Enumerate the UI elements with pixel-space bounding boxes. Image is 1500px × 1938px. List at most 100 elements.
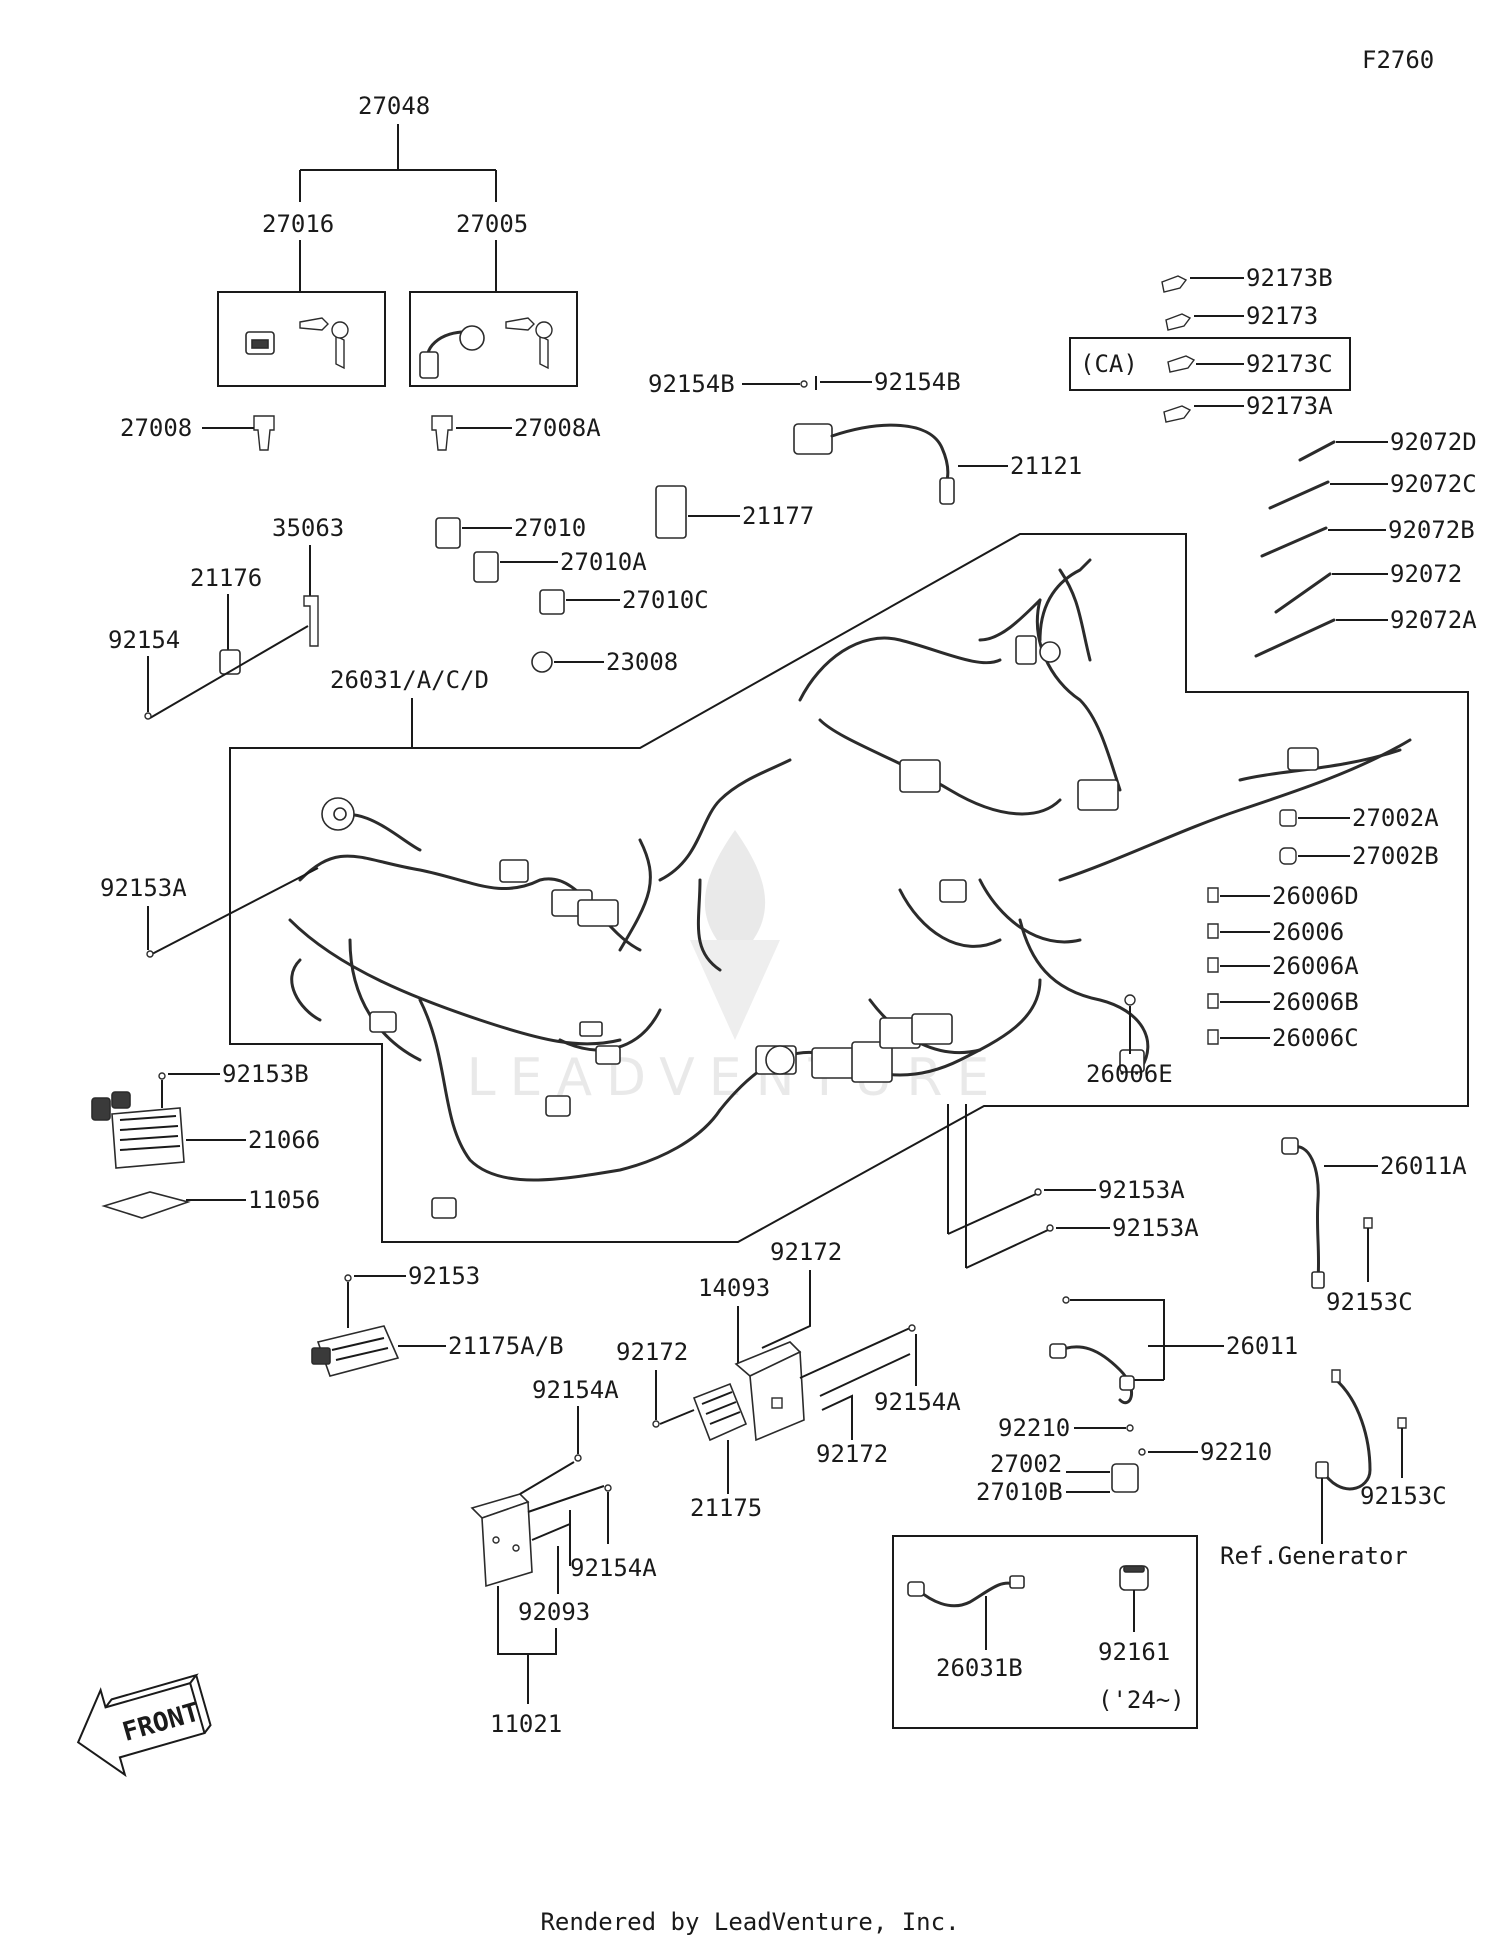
part-label-11021[interactable]: 11021 — [490, 1710, 562, 1738]
sensor-21121-icon — [939, 477, 955, 505]
terminal-26006-icon — [1207, 923, 1219, 939]
cable-26011-icon — [1054, 1345, 1134, 1405]
part-label-92072C[interactable]: 92072C — [1390, 470, 1477, 498]
tie-92072B-icon — [1260, 526, 1328, 558]
clip-92173A-icon — [1163, 405, 1192, 423]
terminal-26006A-icon — [1207, 957, 1219, 973]
part-label-21177[interactable]: 21177 — [742, 502, 814, 530]
part-label-23008[interactable]: 23008 — [606, 648, 678, 676]
cap-27002A-icon — [1279, 809, 1297, 827]
region-label-ca[interactable]: (CA) — [1080, 350, 1138, 378]
clip-92173C-icon — [1167, 355, 1196, 373]
part-label-92153A-mid2[interactable]: 92153A — [1112, 1214, 1199, 1242]
key-27008A-icon — [431, 415, 453, 451]
bracket-35063-icon — [303, 595, 319, 647]
ecu-group: 92153 21175A/B — [311, 1262, 564, 1377]
part-label-92154[interactable]: 92154 — [108, 626, 180, 654]
part-label-26011A[interactable]: 26011A — [1380, 1152, 1467, 1180]
generator-cable-icon — [1320, 1376, 1372, 1491]
switch-27010-icon — [435, 517, 461, 549]
part-label-26031B[interactable]: 26031B — [936, 1654, 1023, 1682]
main-harness-group: 26031/A/C/D — [100, 533, 1469, 1269]
part-label-92153A-mid1[interactable]: 92153A — [1098, 1176, 1185, 1204]
part-label-26006[interactable]: 26006 — [1272, 918, 1344, 946]
part-label-27016[interactable]: 27016 — [262, 210, 334, 238]
harness-26031B-icon — [916, 1581, 1016, 1608]
part-label-92072D[interactable]: 92072D — [1390, 428, 1477, 456]
part-label-92153C-top[interactable]: 92153C — [1326, 1288, 1413, 1316]
part-label-21121[interactable]: 21121 — [1010, 452, 1082, 480]
part-label-92153C-bottom[interactable]: 92153C — [1360, 1482, 1447, 1510]
part-label-92161[interactable]: 92161 — [1098, 1638, 1170, 1666]
regulator-group: 92153B 21066 11056 — [91, 1060, 320, 1219]
ref-generator-label[interactable]: Ref.Generator — [1220, 1542, 1408, 1570]
tie-92072-icon — [1274, 572, 1332, 614]
part-label-92154A-right[interactable]: 92154A — [874, 1388, 961, 1416]
part-label-92153A-left[interactable]: 92153A — [100, 874, 187, 902]
cable-26011-group: 26011 92210 92210 27002 27010B — [976, 1296, 1298, 1506]
part-label-21176[interactable]: 21176 — [190, 564, 262, 592]
switch-27010A-icon — [473, 551, 499, 583]
part-label-27008A[interactable]: 27008A — [514, 414, 601, 442]
part-label-27002B[interactable]: 27002B — [1352, 842, 1439, 870]
part-label-26006B[interactable]: 26006B — [1272, 988, 1359, 1016]
part-label-27002A[interactable]: 27002A — [1352, 804, 1439, 832]
part-label-92093[interactable]: 92093 — [518, 1598, 590, 1626]
part-label-35063[interactable]: 35063 — [272, 514, 344, 542]
part-label-21066[interactable]: 21066 — [248, 1126, 320, 1154]
part-label-92154B-left[interactable]: 92154B — [648, 370, 735, 398]
part-label-92172-bottom[interactable]: 92172 — [816, 1440, 888, 1468]
part-label-21175[interactable]: 21175 — [690, 1494, 762, 1522]
part-label-27005[interactable]: 27005 — [456, 210, 528, 238]
part-label-27010B[interactable]: 27010B — [976, 1478, 1063, 1506]
model-year-note[interactable]: ('24~) — [1098, 1686, 1185, 1714]
part-label-92072[interactable]: 92072 — [1390, 560, 1462, 588]
part-label-92154A-bottom[interactable]: 92154A — [570, 1554, 657, 1582]
plate-11056-icon — [101, 1191, 191, 1219]
part-label-92210-left[interactable]: 92210 — [998, 1414, 1070, 1442]
part-label-26006D[interactable]: 26006D — [1272, 882, 1359, 910]
part-label-27002[interactable]: 27002 — [990, 1450, 1062, 1478]
part-label-27010C[interactable]: 27010C — [622, 586, 709, 614]
part-label-92072B[interactable]: 92072B — [1388, 516, 1475, 544]
part-label-21175AB[interactable]: 21175A/B — [448, 1332, 564, 1360]
switch-27010B-icon — [1111, 1463, 1139, 1493]
part-label-92210-right[interactable]: 92210 — [1200, 1438, 1272, 1466]
key-set-group: 27048 27016 27005 27008 — [120, 92, 601, 451]
part-label-26031-a-c-d[interactable]: 26031/A/C/D — [330, 666, 489, 694]
part-label-92172-left[interactable]: 92172 — [616, 1338, 688, 1366]
cable-26011A-group: 26011A 92153C — [1281, 1137, 1467, 1316]
part-label-92172-top[interactable]: 92172 — [770, 1238, 842, 1266]
clip-92173-icon — [1165, 313, 1192, 331]
part-label-27048[interactable]: 27048 — [358, 92, 430, 120]
part-label-26006E[interactable]: 26006E — [1086, 1060, 1173, 1088]
sensor-21121-connector-icon — [793, 423, 833, 455]
part-label-92154B-right[interactable]: 92154B — [874, 368, 961, 396]
part-label-27010A[interactable]: 27010A — [560, 548, 647, 576]
tie-92072C-icon — [1268, 480, 1330, 510]
cable-ties-group: 92072D 92072C 92072B 92072 92072A — [1254, 428, 1477, 658]
unit-21175-icon — [692, 1382, 748, 1442]
part-label-92173A[interactable]: 92173A — [1246, 392, 1333, 420]
part-label-26006A[interactable]: 26006A — [1272, 952, 1359, 980]
tie-92072D-icon — [1298, 440, 1336, 462]
part-label-92154A-left[interactable]: 92154A — [532, 1376, 619, 1404]
part-label-26011[interactable]: 26011 — [1226, 1332, 1298, 1360]
part-label-92173C[interactable]: 92173C — [1246, 350, 1333, 378]
front-arrow-label: FRONT — [119, 1697, 203, 1747]
bracket-relay-group: 35063 21176 92154 — [108, 514, 344, 720]
part-label-26006C[interactable]: 26006C — [1272, 1024, 1359, 1052]
part-label-92072A[interactable]: 92072A — [1390, 606, 1477, 634]
part-label-92173[interactable]: 92173 — [1246, 302, 1318, 330]
clip-92173B-icon — [1161, 275, 1188, 293]
part-label-92173B[interactable]: 92173B — [1246, 264, 1333, 292]
part-label-27008[interactable]: 27008 — [120, 414, 192, 442]
part-label-11056[interactable]: 11056 — [248, 1186, 320, 1214]
terminal-26006B-icon — [1207, 993, 1219, 1009]
part-label-92153[interactable]: 92153 — [408, 1262, 480, 1290]
part-label-14093[interactable]: 14093 — [698, 1274, 770, 1302]
model-year-24-box-group: 26031B 92161 ('24~) — [892, 1535, 1198, 1729]
part-label-27010[interactable]: 27010 — [514, 514, 586, 542]
part-label-92153B[interactable]: 92153B — [222, 1060, 309, 1088]
